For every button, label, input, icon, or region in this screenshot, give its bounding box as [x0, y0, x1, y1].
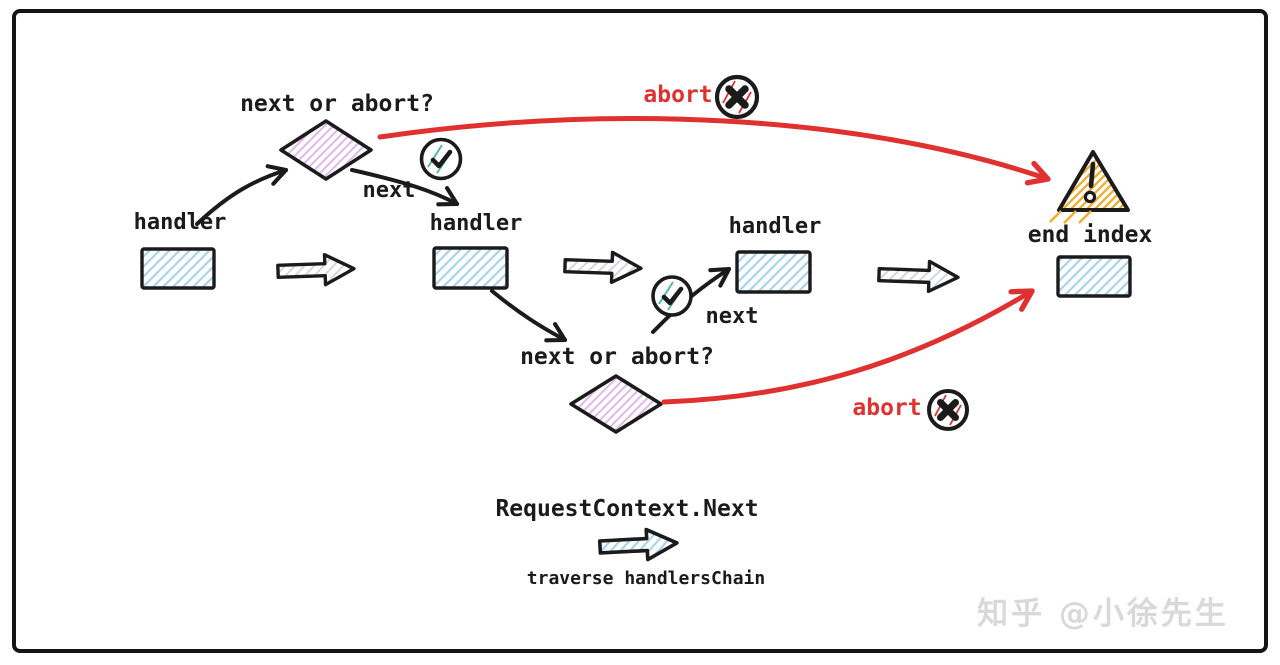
chain-arrow-3-icon — [877, 259, 960, 294]
handler-1-label: handler — [133, 210, 227, 235]
edge-decision-bottom-to-handler3 — [651, 266, 732, 334]
edge-abort-bottom — [661, 288, 1035, 405]
decision-top-label: next or abort? — [240, 91, 434, 117]
legend-caption: traverse handlersChain — [526, 568, 766, 589]
next-bottom-label: next — [705, 304, 759, 329]
abort-cross-icon-bottom — [927, 389, 969, 431]
decision-top-diamond — [279, 119, 373, 181]
handler-3-box — [735, 250, 812, 294]
decision-bottom-label: next or abort? — [520, 344, 714, 370]
handler-3-label: handler — [728, 214, 822, 239]
edge-decision-top-to-handler2 — [350, 168, 460, 207]
watermark-text: 知乎 @小徐先生 — [977, 596, 1229, 632]
abort-cross-icon-top — [714, 74, 760, 120]
edge-abort-top — [377, 116, 1051, 186]
handler-2-label: handler — [429, 211, 523, 236]
abort-bottom-label: abort — [852, 395, 922, 421]
abort-top-label: abort — [643, 82, 713, 108]
handler-1-box — [140, 247, 216, 290]
end-index-box — [1056, 255, 1132, 298]
end-index-label: end index — [1027, 222, 1153, 248]
legend-title: RequestContext.Next — [495, 496, 759, 522]
check-icon-top — [419, 137, 463, 181]
legend-arrow-icon — [597, 527, 679, 562]
check-icon-bottom — [651, 275, 693, 317]
chain-arrow-2-icon — [563, 250, 643, 285]
edge-handler1-to-decision-top — [195, 164, 289, 226]
warning-triangle-icon — [1049, 150, 1130, 224]
next-top-label: next — [362, 178, 416, 203]
chain-arrow-1-icon — [276, 252, 356, 287]
handler-2-box — [432, 246, 509, 290]
edge-handler2-to-decision-bottom — [490, 289, 568, 343]
decision-bottom-diamond — [569, 374, 663, 434]
